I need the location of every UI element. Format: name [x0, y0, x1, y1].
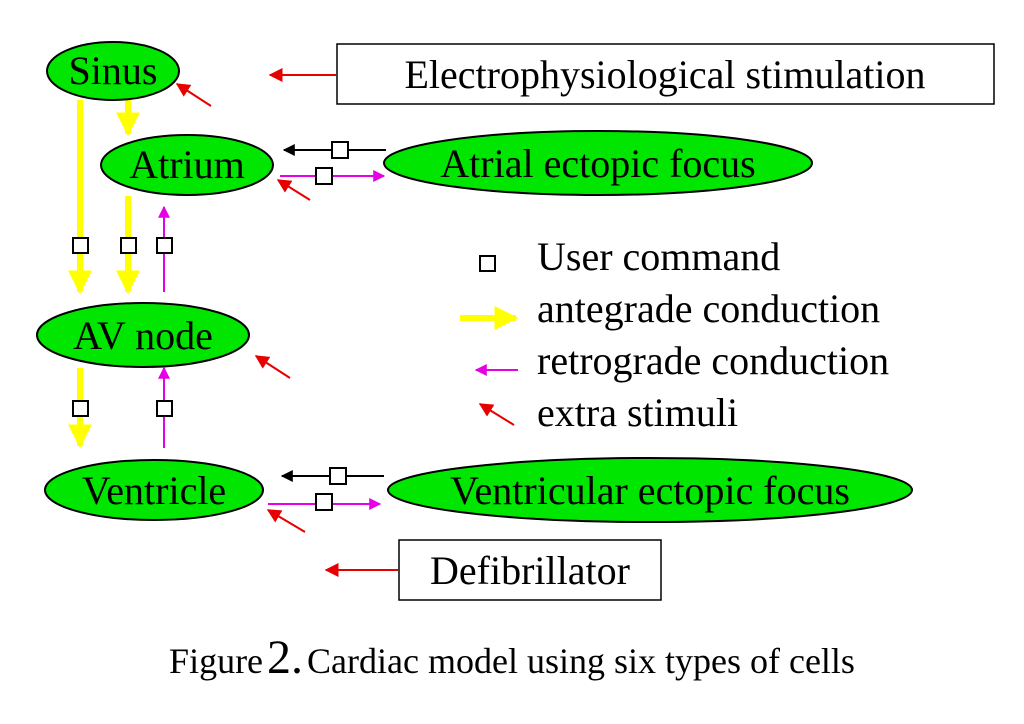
node-ventricle: Ventricle	[44, 459, 264, 521]
node-atrium: Atrium	[100, 134, 274, 196]
node-av-node-shape	[36, 302, 250, 368]
caption-figure-number: 2.	[267, 631, 304, 684]
command-square	[329, 467, 347, 485]
command-square	[72, 400, 89, 417]
node-atrial-ectopic-focus: Atrial ectopic focus	[383, 130, 813, 196]
node-ventricle-label: Ventricle	[82, 468, 226, 513]
legend-antegrade-label: antegrade conduction	[537, 286, 880, 331]
box-defibrillator-label: Defibrillator	[430, 548, 630, 593]
stimulus-arrow-ventricle	[266, 509, 306, 533]
box-stimulation-label: Electrophysiological stimulation	[404, 52, 925, 97]
user-command-squares	[72, 141, 349, 511]
command-square	[72, 237, 89, 254]
legend: User command antegrade conduction retrog…	[460, 234, 889, 435]
node-av-node: AV node	[36, 302, 250, 368]
box-stimulation-frame	[336, 43, 995, 105]
legend-extra-stimuli-label: extra stimuli	[537, 390, 738, 435]
legend-retrograde-label: retrograde conduction	[537, 338, 889, 383]
legend-user-command-label: User command	[537, 234, 780, 279]
stimulus-arrow-sinus	[175, 83, 212, 107]
command-square	[120, 237, 137, 254]
stimulus-arrow-atrium	[276, 179, 311, 201]
node-atrial-ectopic-shape	[383, 130, 813, 196]
ectopic-command-arrows	[280, 144, 386, 482]
caption-figure-word: Figure	[169, 641, 264, 681]
command-square	[156, 400, 173, 417]
node-av-node-label: AV node	[73, 313, 213, 358]
node-sinus: Sinus	[46, 41, 180, 101]
figure-caption: Figure 2. Cardiac model using six types …	[0, 630, 1024, 685]
legend-user-command-icon	[479, 255, 496, 272]
node-ventricular-ectopic-shape	[387, 457, 913, 523]
extra-stimuli-arrows	[175, 68, 398, 577]
node-atrial-ectopic-label: Atrial ectopic focus	[440, 141, 755, 186]
legend-extra-stimuli-icon	[478, 403, 515, 426]
node-atrium-shape	[100, 134, 274, 196]
command-square	[331, 141, 349, 159]
node-ventricular-ectopic-label: Ventricular ectopic focus	[450, 468, 850, 513]
command-square	[315, 167, 333, 185]
node-sinus-label: Sinus	[69, 48, 158, 93]
stimulus-arrow-avnode	[254, 355, 291, 379]
node-ventricular-ectopic-focus: Ventricular ectopic focus	[387, 457, 913, 523]
node-sinus-shape	[46, 41, 180, 101]
box-electrophysiological-stimulation: Electrophysiological stimulation	[336, 43, 995, 105]
node-ventricle-shape	[44, 459, 264, 521]
caption-text: Cardiac model using six types of cells	[307, 641, 855, 681]
box-defibrillator: Defibrillator	[398, 539, 662, 601]
command-square	[315, 493, 333, 511]
command-square	[156, 237, 173, 254]
node-atrium-label: Atrium	[129, 142, 245, 187]
box-defibrillator-frame	[398, 539, 662, 601]
